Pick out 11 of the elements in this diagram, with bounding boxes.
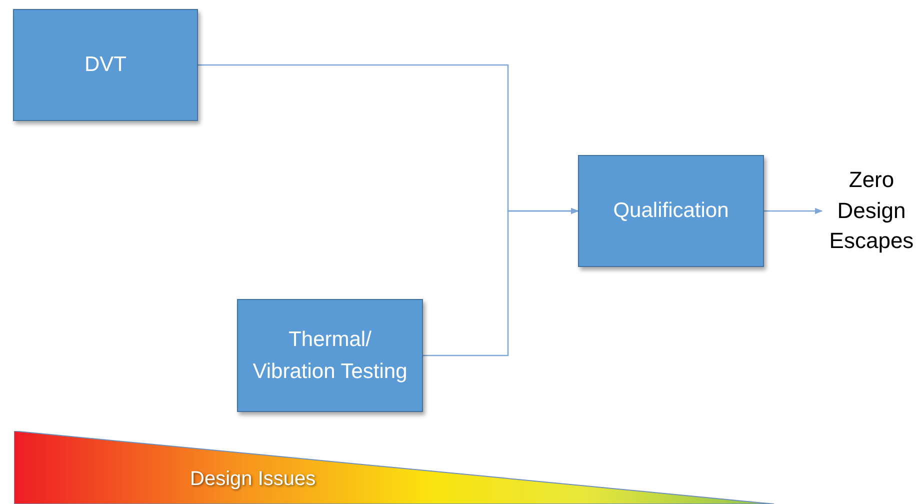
process-box — [578, 155, 764, 267]
gradient-wedge — [14, 431, 774, 504]
outcome-text: Zero Design Escapes — [828, 166, 915, 256]
wedge-label: Design Issues — [190, 468, 316, 491]
box-label: DVT — [84, 52, 128, 78]
arrow — [764, 208, 823, 214]
box-label: Qualification — [612, 198, 730, 224]
arrow — [423, 208, 579, 356]
process-box — [13, 9, 198, 121]
process-box — [237, 299, 423, 412]
box-label: Thermal/ Vibration Testing — [252, 327, 408, 384]
